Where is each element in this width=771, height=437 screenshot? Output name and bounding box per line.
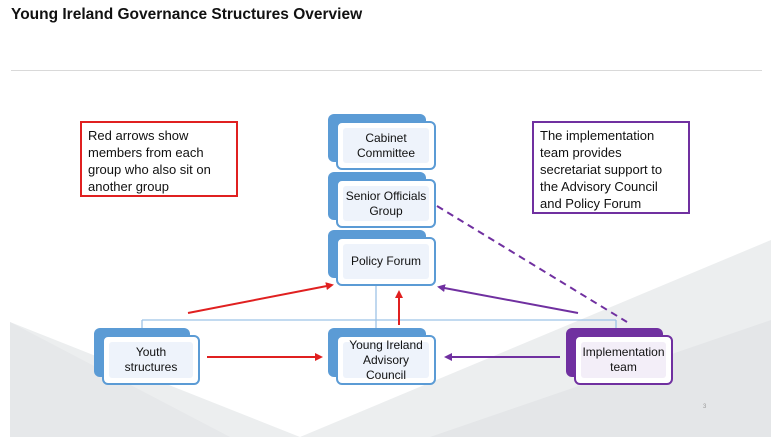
senior-officials-box: Senior Officials Group [328, 172, 436, 228]
red-arrows-legend-note: Red arrows show members from each group … [80, 121, 238, 197]
youth-structures-box: Youth structures [94, 328, 200, 385]
implementation-team-label: Implementation team [581, 342, 666, 378]
senior-officials-label: Senior Officials Group [343, 186, 429, 221]
page-number: 3 [703, 404, 707, 410]
advisory-council-label: Young Ireland Advisory Council [343, 338, 429, 382]
cabinet-committee-label: Cabinet Committee [343, 128, 429, 163]
implementation-team-box: Implementation team [566, 328, 673, 385]
advisory-council-box: Young Ireland Advisory Council [328, 328, 436, 385]
title-divider [11, 70, 762, 71]
cabinet-committee-box: Cabinet Committee [328, 114, 436, 170]
implementation-team-note: The implementation team provides secreta… [532, 121, 690, 214]
youth-structures-label: Youth structures [109, 342, 193, 378]
page-title: Young Ireland Governance Structures Over… [11, 6, 363, 23]
policy-forum-label: Policy Forum [343, 244, 429, 279]
policy-forum-box: Policy Forum [328, 230, 436, 286]
